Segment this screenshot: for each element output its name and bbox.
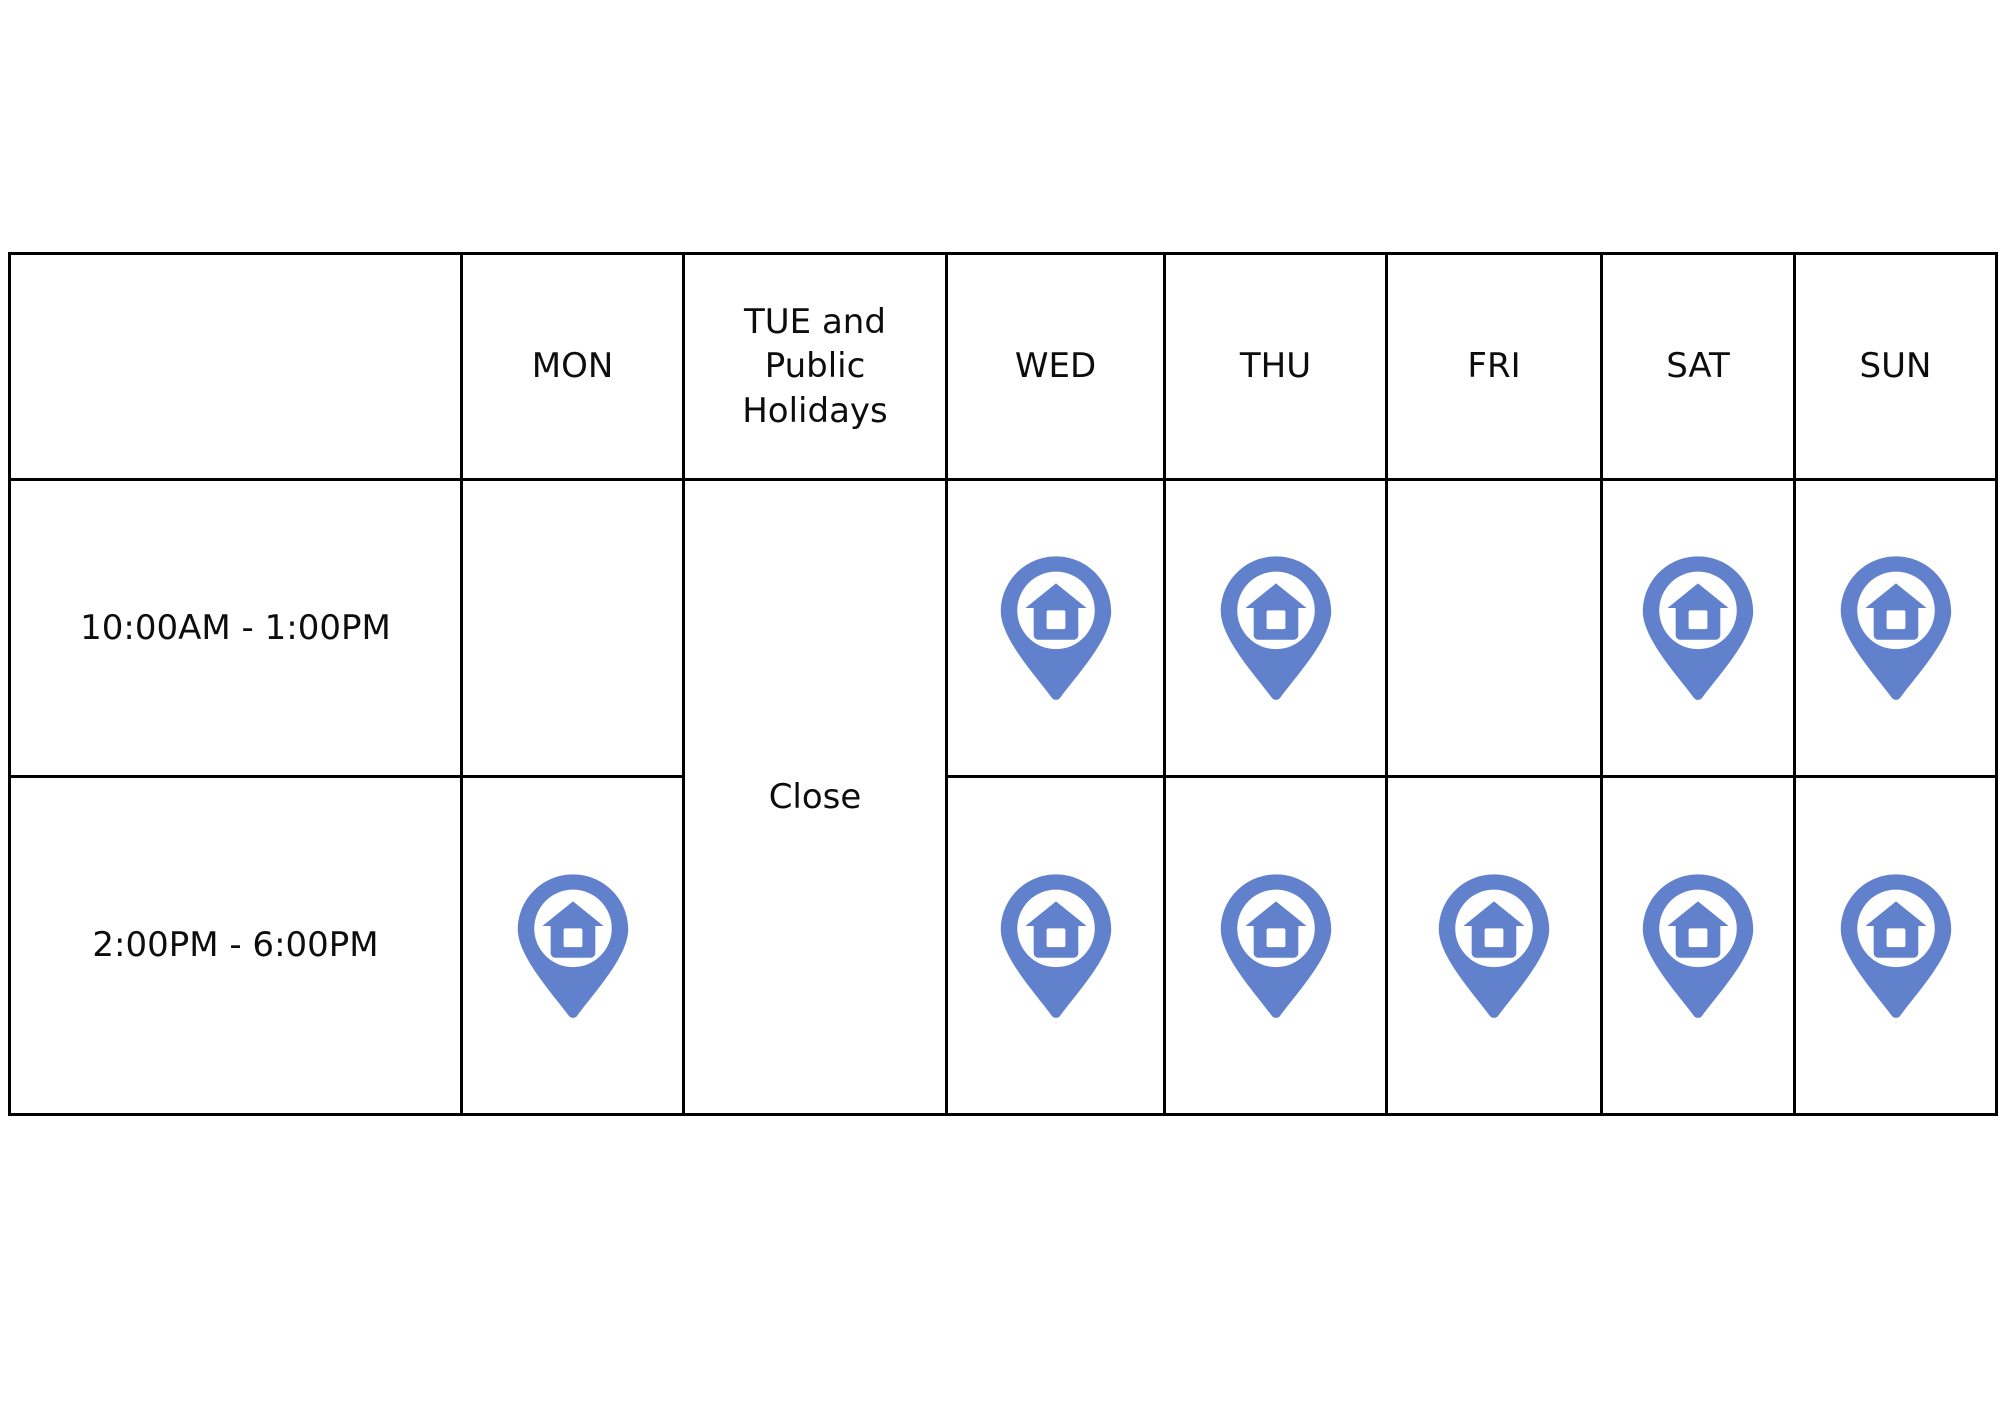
slot-mon-morning[interactable] bbox=[460, 478, 685, 778]
day-label-sat: SAT bbox=[1666, 346, 1730, 387]
day-label-sun: SUN bbox=[1859, 346, 1932, 387]
slot-fri-morning[interactable] bbox=[1385, 478, 1603, 778]
slot-wed-afternoon[interactable] bbox=[945, 775, 1166, 1116]
header-cell-mon: MON bbox=[460, 252, 685, 481]
time-label-cell-afternoon: 2:00PM - 6:00PM bbox=[8, 775, 463, 1116]
home-pin-icon bbox=[1796, 778, 1995, 1113]
home-pin-icon bbox=[463, 778, 682, 1113]
slot-thu-morning[interactable] bbox=[1163, 478, 1388, 778]
slot-sun-morning[interactable] bbox=[1793, 478, 1998, 778]
slot-sun-afternoon[interactable] bbox=[1793, 775, 1998, 1116]
header-cell-sun: SUN bbox=[1793, 252, 1998, 481]
home-pin-icon bbox=[1166, 778, 1385, 1113]
home-pin-icon bbox=[1603, 778, 1793, 1113]
slot-sat-afternoon[interactable] bbox=[1600, 775, 1796, 1116]
slot-thu-afternoon[interactable] bbox=[1163, 775, 1388, 1116]
header-cell-thu: THU bbox=[1163, 252, 1388, 481]
header-cell-sat: SAT bbox=[1600, 252, 1796, 481]
slot-wed-morning[interactable] bbox=[945, 478, 1166, 778]
day-label-fri: FRI bbox=[1467, 346, 1521, 387]
closed-label: Close bbox=[768, 776, 862, 817]
header-corner-cell bbox=[8, 252, 463, 481]
home-pin-icon bbox=[1388, 778, 1600, 1113]
table-row: 2:00PM - 6:00PM bbox=[8, 775, 1998, 1116]
table-row: 10:00AM - 1:00PM Close bbox=[8, 478, 1998, 1116]
slot-fri-afternoon[interactable] bbox=[1385, 775, 1603, 1116]
home-pin-icon bbox=[948, 778, 1163, 1113]
opening-hours-table: MON TUE and Public Holidays WED THU FRI … bbox=[8, 252, 1998, 1116]
home-pin-icon bbox=[1796, 481, 1995, 775]
header-cell-wed: WED bbox=[945, 252, 1166, 481]
slot-mon-afternoon[interactable] bbox=[460, 775, 685, 1116]
time-range-label: 2:00PM - 6:00PM bbox=[92, 925, 379, 966]
day-label-wed: WED bbox=[1014, 346, 1097, 387]
table-header-row: MON TUE and Public Holidays WED THU FRI … bbox=[8, 252, 1998, 481]
day-label-thu: THU bbox=[1239, 346, 1312, 387]
home-pin-icon bbox=[1603, 481, 1793, 775]
day-label-mon: MON bbox=[531, 346, 614, 387]
slot-tue-closed: Close bbox=[682, 478, 948, 1116]
home-pin-icon bbox=[1166, 481, 1385, 775]
day-label-tue: TUE and Public Holidays bbox=[742, 302, 888, 431]
home-pin-icon bbox=[948, 481, 1163, 775]
slot-sat-morning[interactable] bbox=[1600, 478, 1796, 778]
time-label-cell-morning: 10:00AM - 1:00PM bbox=[8, 478, 463, 778]
header-cell-fri: FRI bbox=[1385, 252, 1603, 481]
header-cell-tue: TUE and Public Holidays bbox=[682, 252, 948, 481]
time-range-label: 10:00AM - 1:00PM bbox=[80, 607, 391, 648]
